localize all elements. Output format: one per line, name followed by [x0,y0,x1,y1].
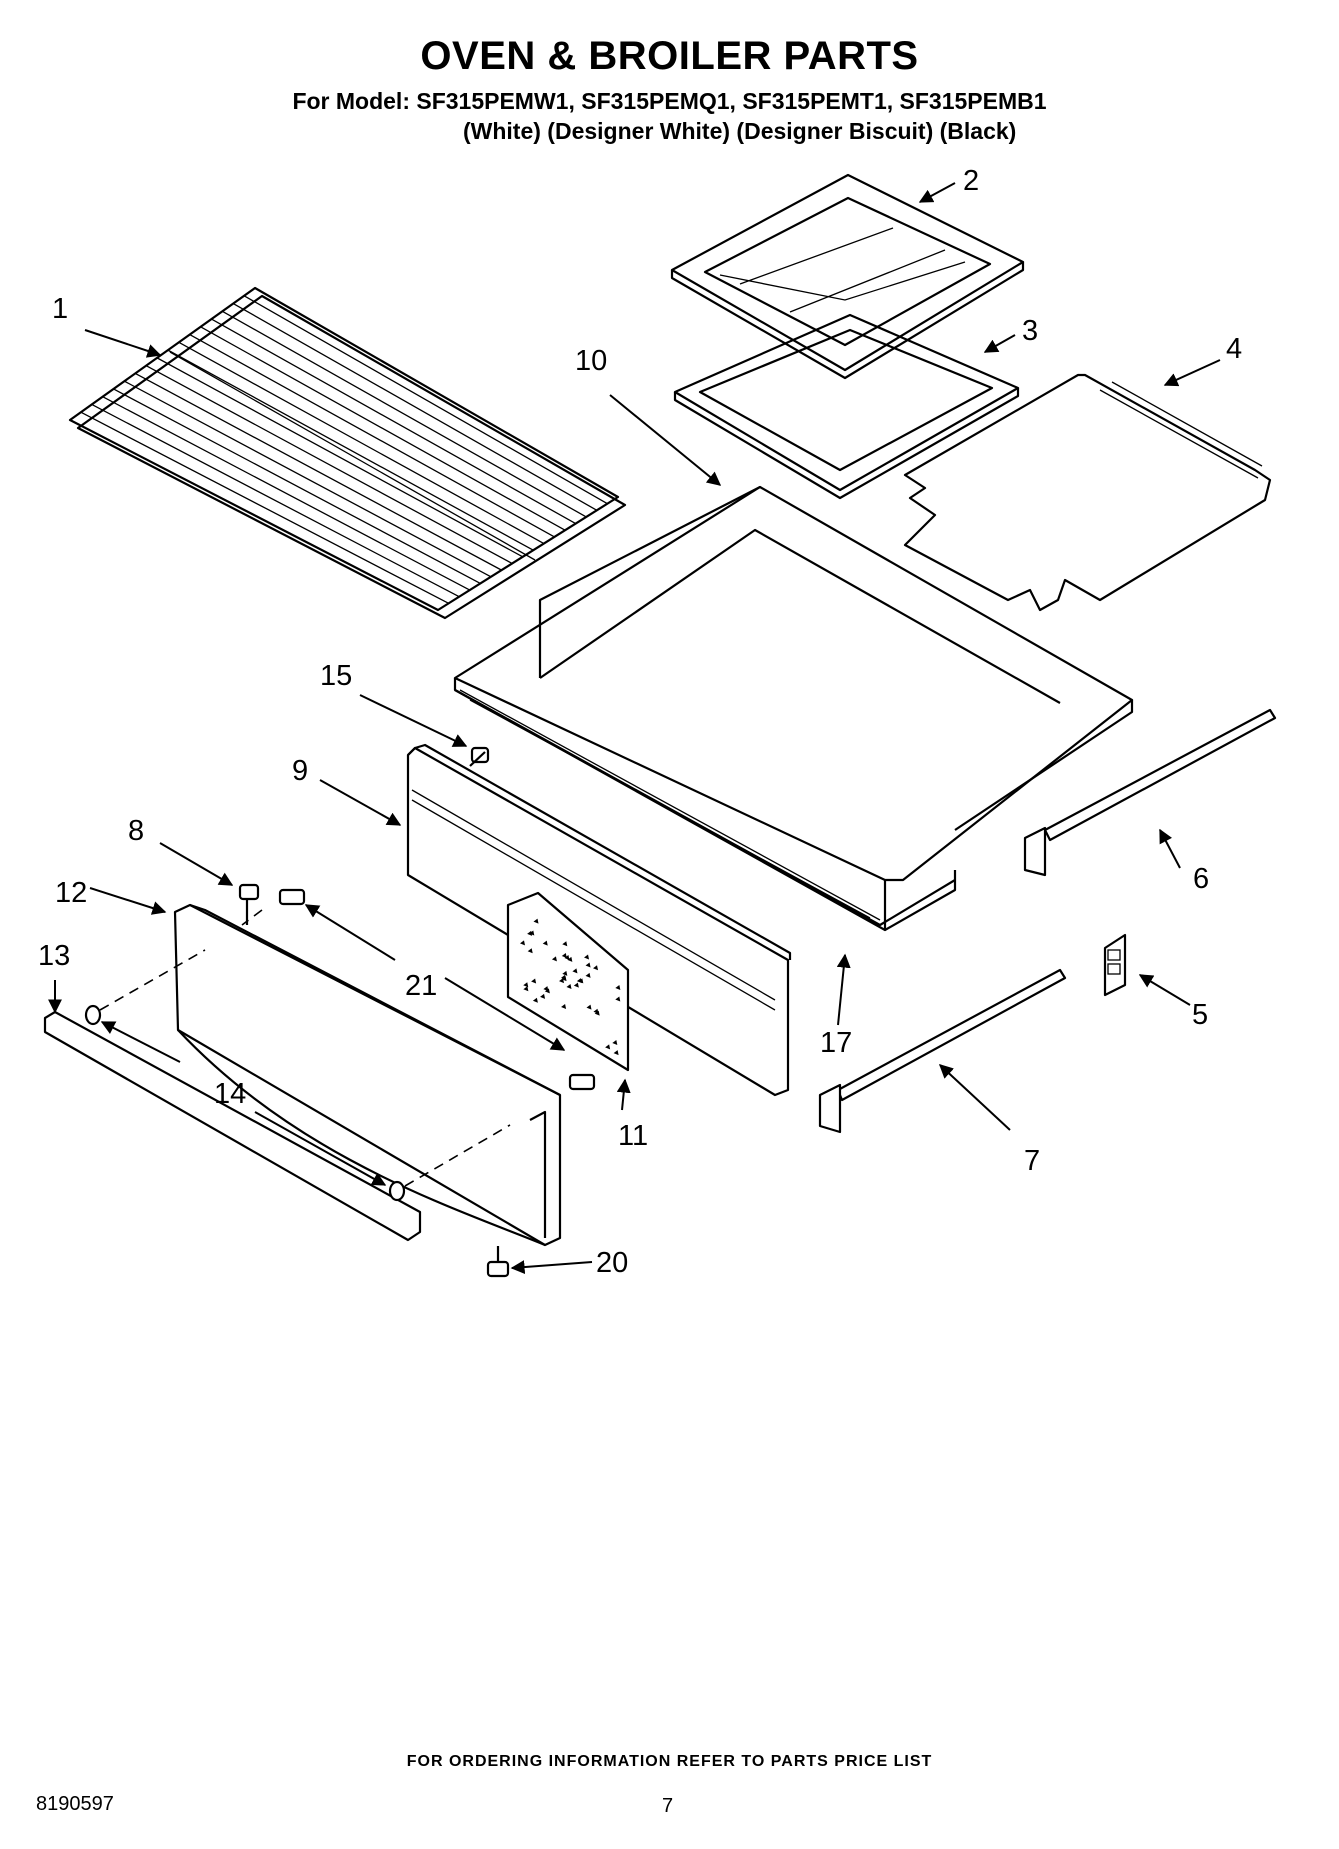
insulation-texture-mark [593,1008,599,1014]
callout-4: 4 [1226,333,1242,365]
callout-15: 15 [320,660,352,692]
insulation-texture-mark [567,956,573,962]
oven-rack-part [68,286,627,620]
insulation-texture-mark [559,978,565,984]
bracket-part [1103,933,1127,997]
insulation-texture-mark [573,982,579,988]
insulation-texture-mark [615,996,621,1002]
insulation-texture-mark [578,978,584,984]
insulation-texture-mark [529,930,535,936]
callout-13: 13 [38,940,70,972]
insulation-texture-mark [615,984,621,990]
screw-20 [486,1246,510,1278]
insulation-texture-mark [566,983,572,989]
insulation-texture-mark [593,965,599,971]
insulation-texture-mark [523,986,529,992]
rack-support-part [903,373,1272,612]
screw-15 [469,746,490,767]
insulation-texture-mark [523,982,529,988]
insulation-texture-mark [562,941,568,947]
insulation-texture-mark [561,974,567,980]
callout-21: 21 [405,970,437,1002]
rack-rung [156,357,524,558]
insulation-texture-mark [585,962,591,968]
drawer-rail-part [454,689,956,927]
screw-8 [238,883,260,925]
spacer-14-right [388,1180,406,1202]
insulation-texture-mark [584,954,590,960]
callout-1: 1 [52,293,68,325]
callout-8: 8 [128,815,144,847]
callout-20: 20 [596,1247,628,1279]
spacer-14-left [84,1004,102,1026]
document-number: 8190597 [36,1793,114,1815]
drawer-front-part [406,743,792,1097]
callout-12: 12 [55,877,87,909]
rack-rung [232,302,598,511]
broiler-pan-part [673,313,1020,500]
rack-rung [102,396,471,591]
insulation-texture-mark [585,972,591,978]
callout-6: 6 [1193,863,1209,895]
callout-10: 10 [575,345,607,377]
broiler-grid-part [670,173,1025,380]
insulation-texture-mark [586,1004,592,1010]
ordering-note: FOR ORDERING INFORMATION REFER TO PARTS … [406,1753,933,1770]
drawer-body-part [453,485,1134,932]
insulation-texture-mark [561,1003,567,1009]
left-slide-part [818,968,1067,1134]
callout-3: 3 [1022,315,1038,347]
page-number: 7 [662,1795,674,1817]
callout-7: 7 [1024,1145,1040,1177]
screw-21-bottom [568,1073,596,1091]
insulation-texture-mark [544,988,550,994]
callout-11: 11 [618,1120,648,1152]
insulation-texture-mark [531,978,537,984]
rack-rung [200,326,566,531]
insulation-texture-mark [561,952,567,958]
callout-5: 5 [1192,999,1208,1031]
insulation-texture-mark [572,968,578,974]
insulation-texture-mark [605,1044,611,1050]
rack-rung [178,341,545,545]
rack-rung [124,380,492,578]
page-title: OVEN & BROILER PARTS [420,34,919,78]
insulation-texture-mark [527,948,533,954]
rack-rung [145,365,513,565]
right-slide-part [1023,708,1277,877]
insulation-texture-mark [532,997,538,1003]
insulation-texture-mark [564,955,570,961]
rack-rung [243,295,608,505]
insulation-part [506,891,630,1072]
insulation-texture-mark [540,993,546,999]
callout-9: 9 [292,755,308,787]
insulation-texture-mark [533,918,539,924]
model-list: For Model: SF315PEMW1, SF315PEMQ1, SF315… [292,88,1047,114]
screw-21-top [278,888,306,906]
rack-rung [80,411,449,604]
insulation-texture-mark [612,1040,618,1046]
insulation-texture-mark [551,956,557,962]
rack-rung [91,403,460,598]
rack-rung [222,310,587,518]
callout-2: 2 [963,165,979,197]
insulation-texture-mark [613,1050,619,1056]
rack-rung [134,372,502,571]
insulation-texture-mark [562,970,568,976]
rack-rung [113,388,481,584]
rack-rung [189,334,555,538]
insulation-texture-mark [542,940,548,946]
rack-rung [167,349,534,551]
rack-rung [211,318,576,525]
insulation-texture-mark [543,986,549,992]
callout-17: 17 [820,1027,852,1059]
callout-14: 14 [214,1078,246,1110]
color-list: (White) (Designer White) (Designer Biscu… [463,118,1017,144]
insulation-texture-mark [520,940,526,946]
